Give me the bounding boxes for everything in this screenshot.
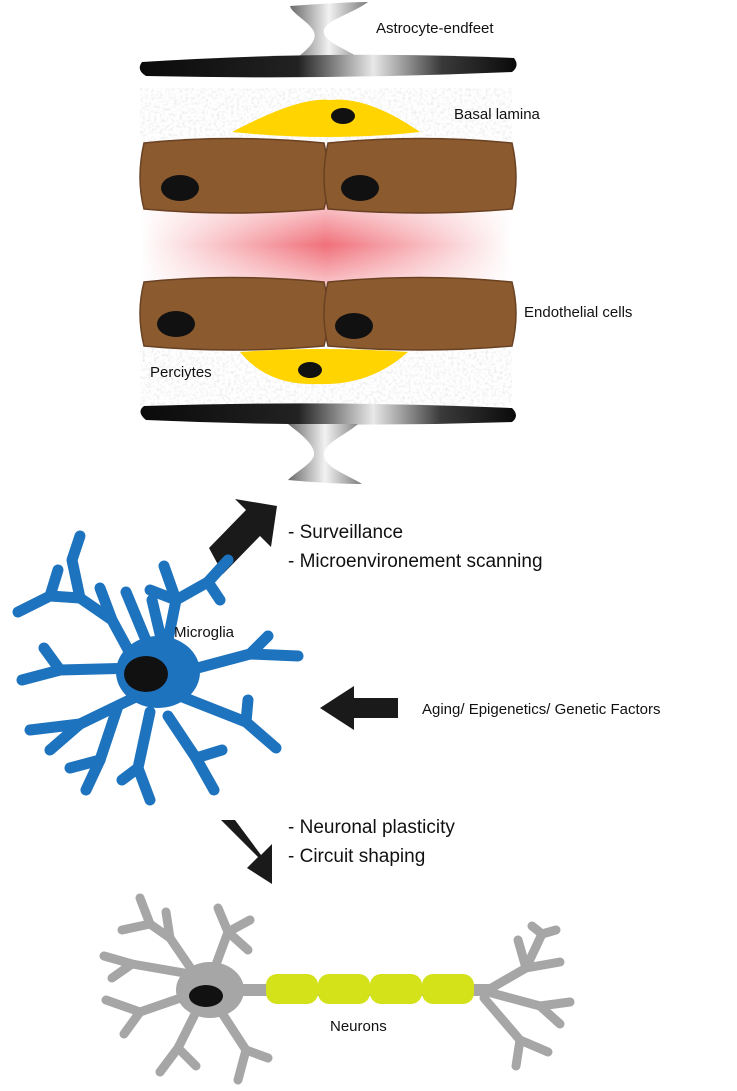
endothelial-cells-label: Endothelial cells [524, 304, 632, 321]
myelin-segment [266, 974, 318, 1004]
myelin-segment [318, 974, 370, 1004]
endothelial-nucleus [157, 311, 195, 337]
blood-brain-barrier [139, 2, 517, 484]
myelin-segment [422, 974, 474, 1004]
function-circuit: - Circuit shaping [288, 846, 425, 867]
pericyte-bottom-nucleus [298, 362, 322, 378]
neurons-label: Neurons [330, 1018, 387, 1035]
astrocyte-endfeet-bar-top [139, 54, 517, 78]
pericyte-top [232, 99, 420, 137]
pericyte-bottom [240, 349, 408, 385]
neuron-nucleus [189, 985, 223, 1007]
microglia-nucleus [124, 656, 168, 692]
endothelial-cell-bottom-right [323, 276, 517, 351]
microglia-label: Microglia [174, 624, 235, 641]
pericyte-top-nucleus [331, 108, 355, 124]
basal-lamina-label: Basal lamina [454, 106, 541, 123]
endothelial-nucleus [341, 175, 379, 201]
arrow-down-right [221, 820, 272, 884]
myelin-segment [370, 974, 422, 1004]
myelin-sheath [266, 974, 474, 1004]
astrocyte-endfeet-label: Astrocyte-endfeet [376, 20, 494, 37]
endothelial-nucleus [335, 313, 373, 339]
astrocyte-endfoot-top [290, 2, 368, 62]
astrocyte-endfeet-bar-bottom [140, 403, 516, 425]
endothelial-nucleus [161, 175, 199, 201]
function-plasticity: - Neuronal plasticity [288, 817, 455, 838]
neuron-cell [99, 893, 575, 1085]
microglia-cell [12, 530, 304, 806]
function-surveillance: - Surveillance [288, 522, 403, 543]
astrocyte-endfoot-bottom [288, 424, 362, 484]
factors-label: Aging/ Epigenetics/ Genetic Factors [422, 701, 660, 718]
pericytes-label: Perciytes [150, 364, 212, 381]
function-scanning: - Microenvironement scanning [288, 551, 543, 572]
endothelial-cell-top-right [323, 137, 517, 214]
arrow-left-factors [320, 686, 398, 730]
endothelial-cell-top-left [139, 137, 329, 214]
